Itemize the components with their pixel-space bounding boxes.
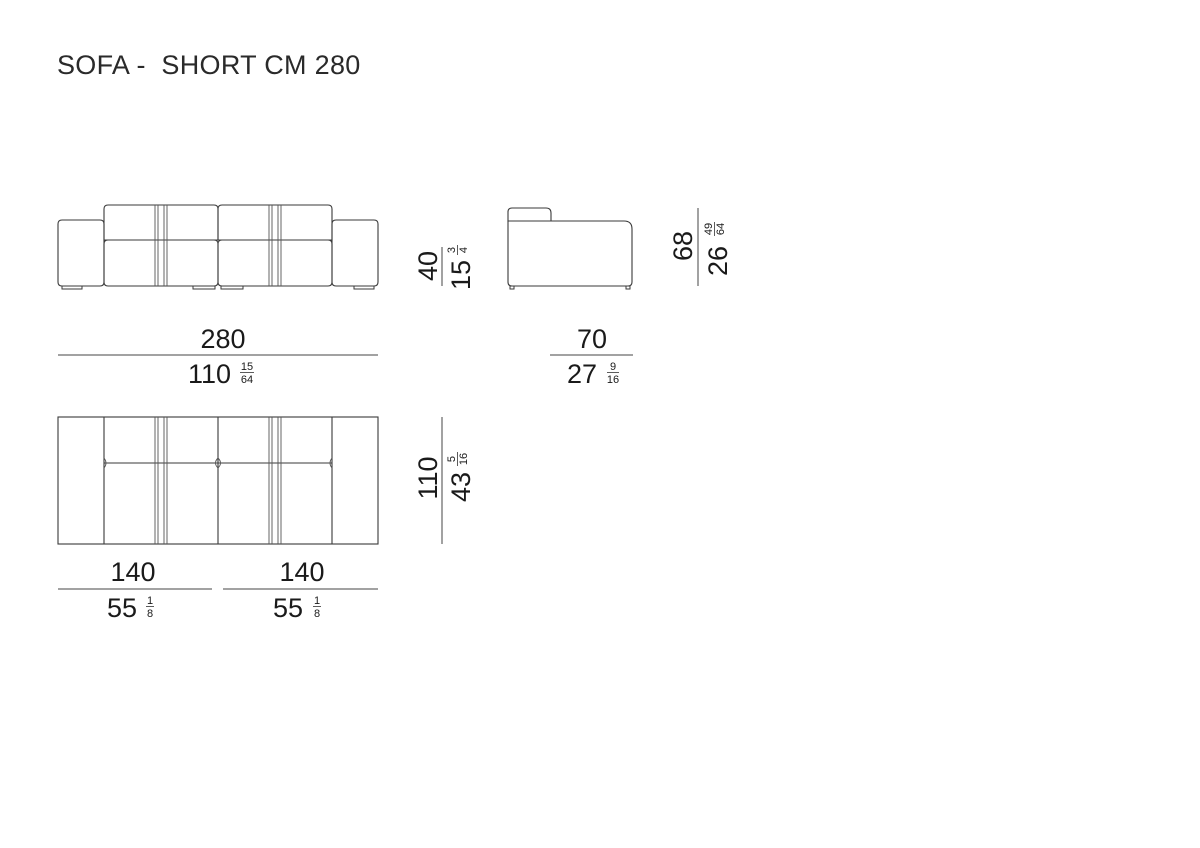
front-feet (61, 285, 375, 290)
top-depth-in-frac-num: 5 (446, 456, 458, 462)
side-depth-in-frac-num: 9 (610, 361, 616, 373)
front-back-cushion-left (103, 204, 219, 241)
top-view-drawing (57, 416, 379, 545)
front-width-in-frac-num: 15 (241, 361, 253, 373)
front-strap-right (268, 205, 282, 286)
side-height-in: 26 (703, 246, 733, 276)
top-strap-right (268, 417, 282, 544)
side-height-in-frac-num: 49 (703, 223, 715, 235)
front-right-arm (331, 219, 379, 287)
front-seat-cushion-right (217, 239, 333, 287)
side-body (507, 220, 633, 287)
side-depth-cm: 70 (577, 324, 607, 354)
front-left-arm (57, 219, 105, 287)
side-depth-in-frac-den: 16 (607, 374, 619, 386)
top-depth-cm: 110 (413, 456, 443, 499)
module-left-frac-den: 8 (147, 608, 153, 620)
module-right-cm: 140 (279, 557, 324, 587)
front-height-in-frac-num: 3 (446, 247, 458, 253)
front-height-in: 15 (446, 260, 476, 290)
front-view-drawing (57, 204, 379, 290)
front-back-cushion-right (217, 204, 333, 241)
module-left-cm: 140 (110, 557, 155, 587)
side-backrest (507, 207, 552, 222)
side-view-drawing (507, 207, 633, 290)
front-strap-left (154, 205, 168, 286)
side-height-in-frac-den: 64 (715, 223, 727, 235)
front-width-in-frac-den: 64 (241, 374, 253, 386)
side-height-cm: 68 (668, 231, 698, 261)
page-title: SOFA - SHORT CM 280 (57, 50, 361, 80)
front-width-cm: 280 (200, 324, 245, 354)
top-depth-in: 43 (446, 472, 476, 502)
front-seat-cushion-left (103, 239, 219, 287)
side-depth-in: 27 (567, 359, 597, 389)
module-right-frac-den: 8 (314, 608, 320, 620)
top-strap-left (154, 417, 168, 544)
front-height-in-frac-den: 4 (458, 247, 470, 253)
top-depth-in-frac-den: 16 (458, 453, 470, 465)
module-right-frac-num: 1 (314, 595, 320, 607)
module-left-in: 55 (107, 593, 137, 623)
module-left-frac-num: 1 (147, 595, 153, 607)
side-feet (509, 285, 631, 290)
front-width-in: 110 (188, 359, 231, 389)
module-right-in: 55 (273, 593, 303, 623)
front-height-cm: 40 (413, 251, 443, 281)
